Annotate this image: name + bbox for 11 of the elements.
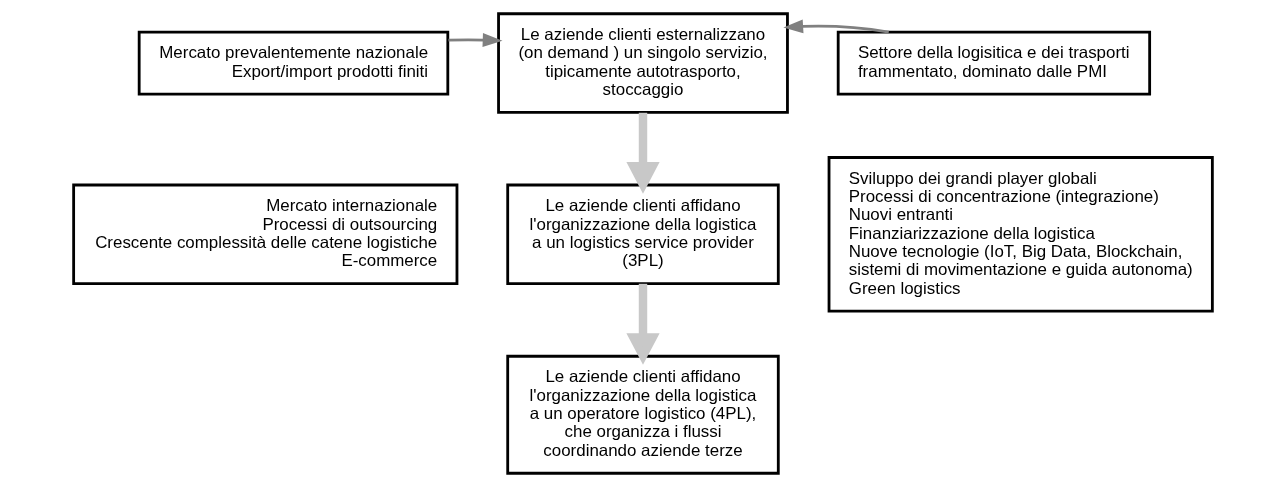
node-box: Le aziende clienti affidano l'organizzazione della logistica a un logistics service provider (3PL) — [505, 183, 780, 286]
arrow — [782, 19, 889, 34]
node-box: Le aziende clienti esternalizzano (on demand ) un singolo servizio, tipicamente autotrasporto, stoccaggio — [496, 12, 789, 114]
node-box: Settore della logisitica e dei trasporti frammentato, dominato dalle PMI — [836, 30, 1151, 96]
arrow — [625, 283, 660, 365]
arrow — [625, 112, 660, 194]
arrow — [447, 33, 502, 47]
node-box: Mercato internazionale Processi di outsourcing Crescente complessità delle catene logistiche E-commerce — [71, 183, 458, 286]
node-box: Le aziende clienti affidano l'organizzazione della logistica a un operatore logistico (4PL), che organizza i flussi coordinando aziende terze — [505, 354, 780, 475]
node-box: Sviluppo dei grandi player globali Processi di concentrazione (integrazione) Nuovi entranti Finanziarizzazione della logistica Nuove tecnologie (IoT, Big Data, Blockchain, sistemi di movimentazione e guida autonoma) Green logistics — [827, 156, 1214, 313]
node-box: Mercato prevalentemente nazionale Export/import prodotti finiti — [137, 30, 449, 96]
